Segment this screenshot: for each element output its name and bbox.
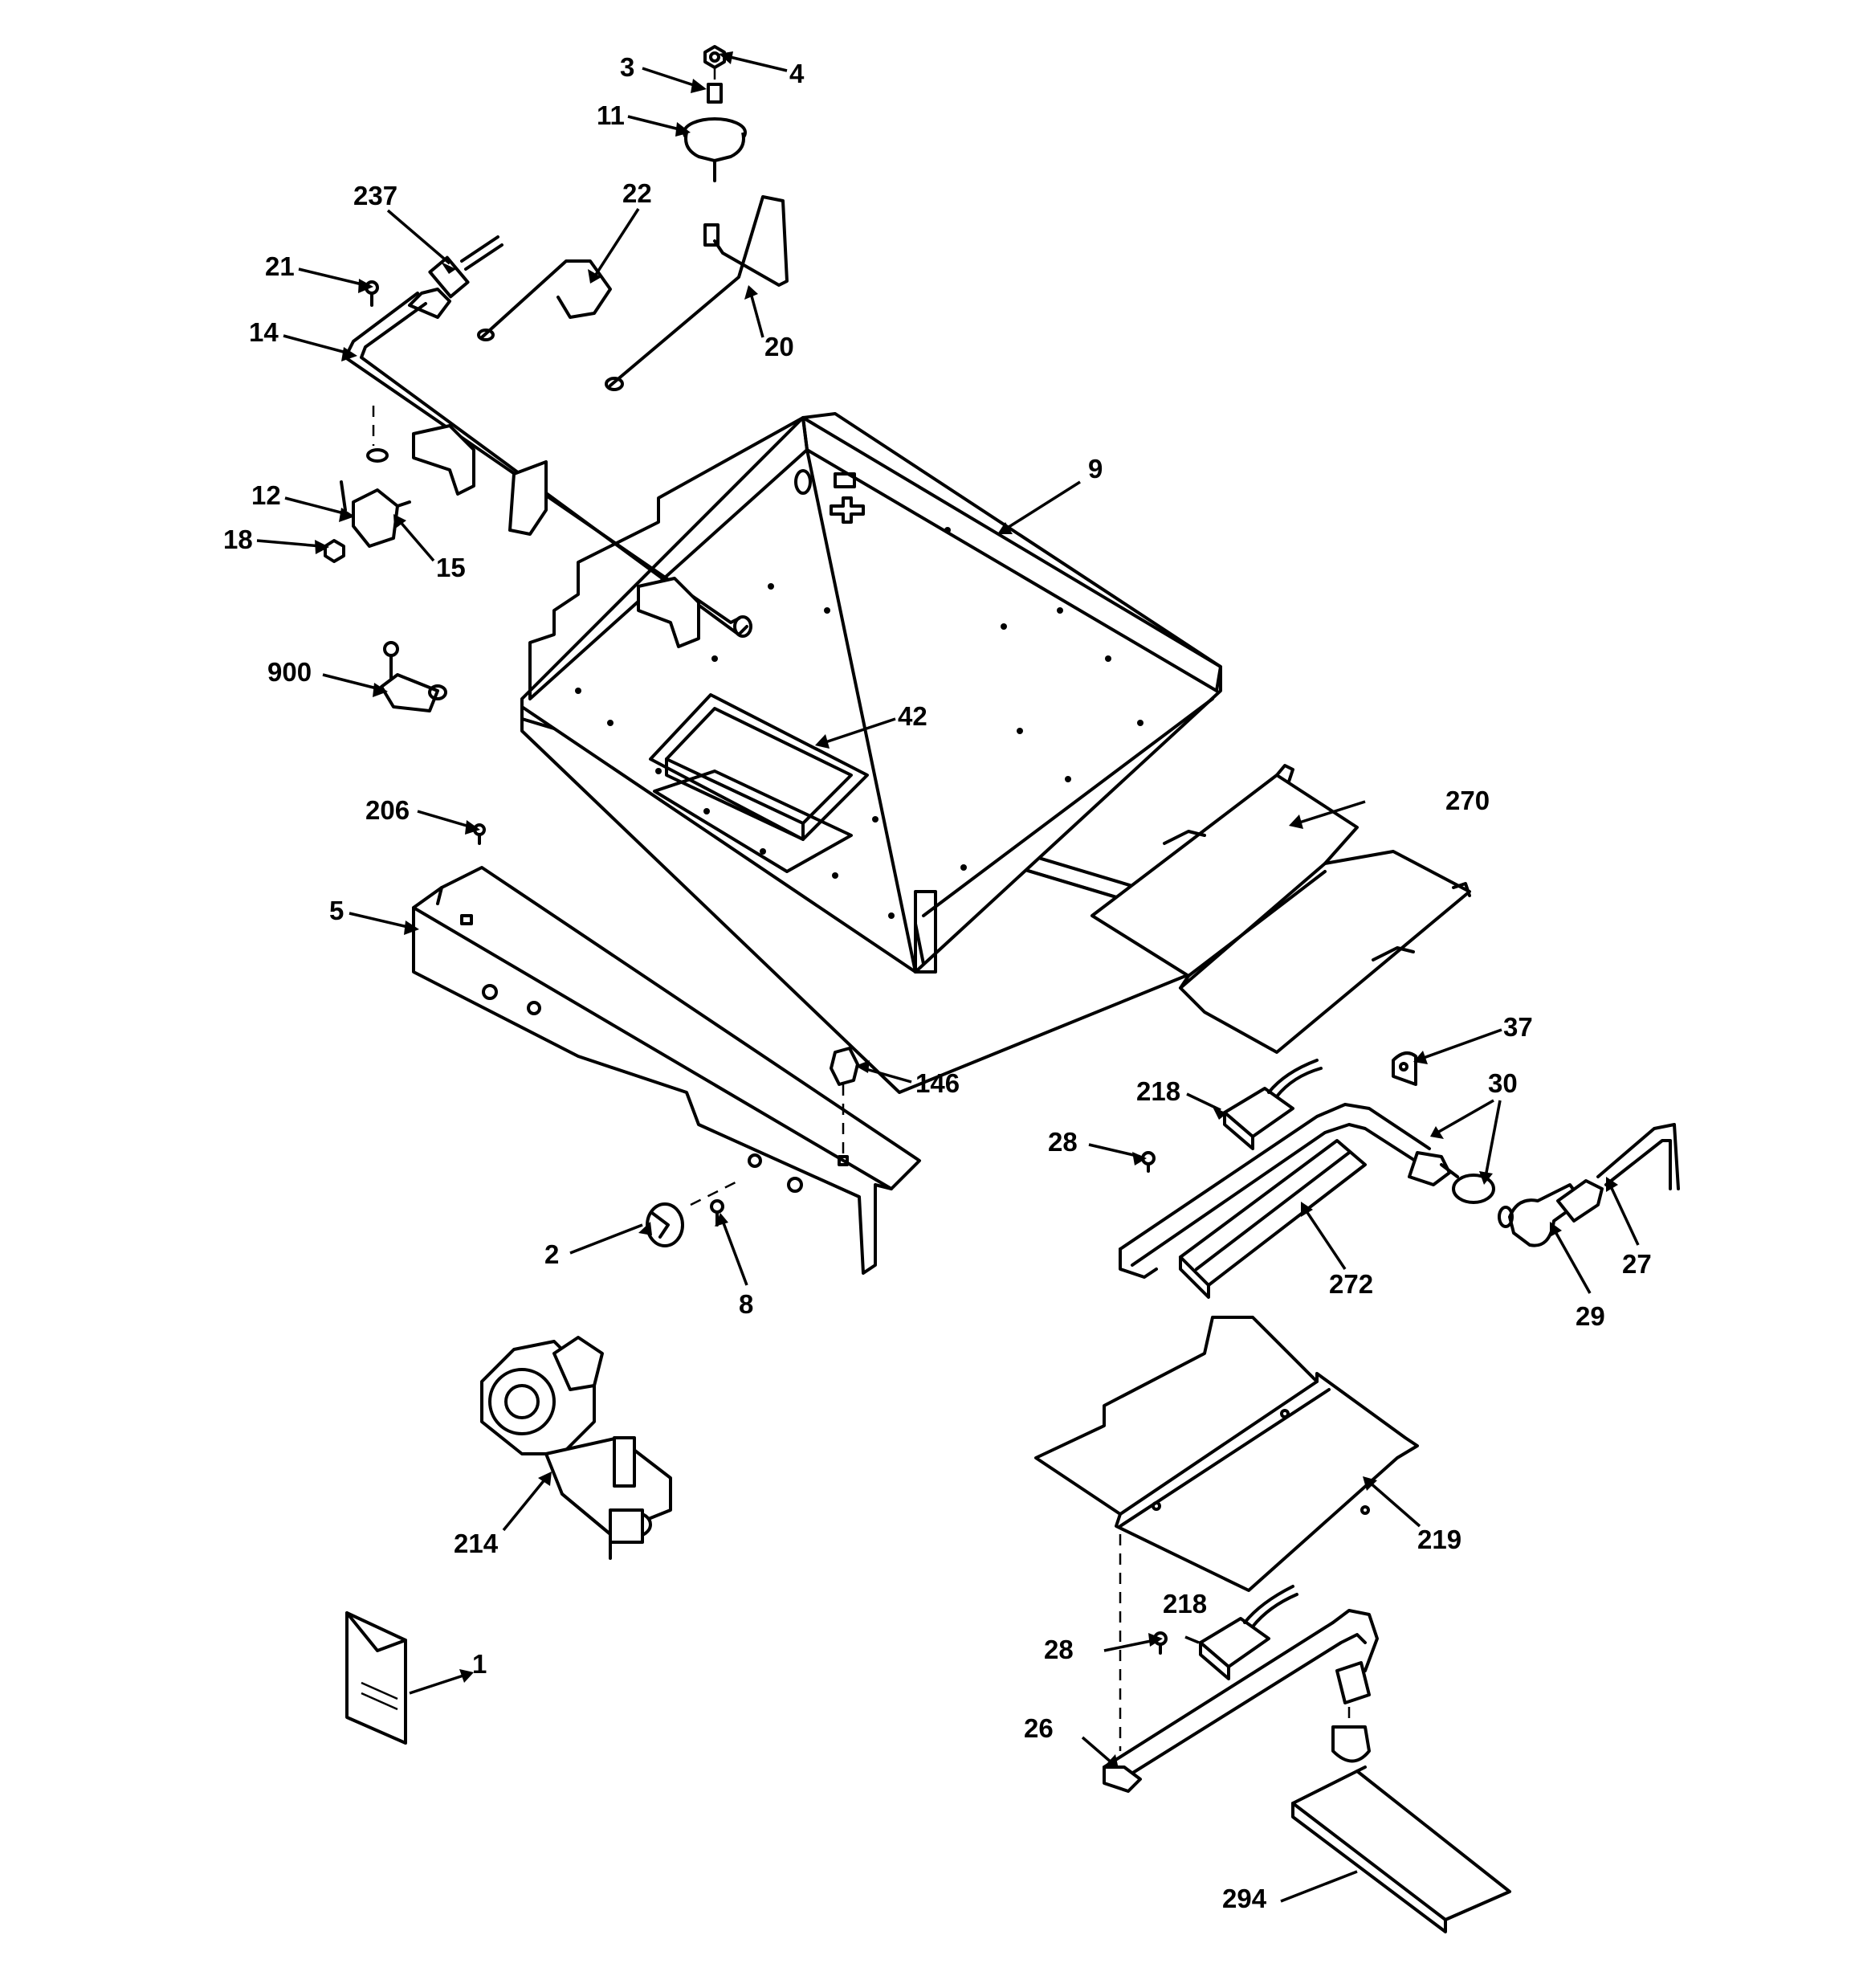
panel-part-5: [412, 866, 921, 1275]
orifice-part-3: [707, 83, 723, 104]
callout-22: 22: [622, 178, 652, 208]
callout-270: 270: [1445, 786, 1490, 815]
callout-15: 15: [436, 553, 466, 582]
igniter-part-218-upper: [1223, 1059, 1323, 1150]
shield-part-37: [1392, 1051, 1417, 1086]
screw-part-28-upper: [1141, 1151, 1156, 1173]
callout-30: 30: [1488, 1068, 1518, 1098]
burner-head-part-11: [683, 117, 747, 182]
nut-part-4: [703, 45, 726, 69]
callout-219: 219: [1417, 1525, 1461, 1554]
access-cover-part-42: [649, 693, 869, 873]
callout-21: 21: [265, 251, 295, 281]
washer: [366, 448, 389, 463]
callout-37: 37: [1503, 1012, 1533, 1042]
callout-237: 237: [353, 181, 397, 210]
valve-part-12: [340, 480, 411, 548]
clip-part-146: [830, 1047, 859, 1166]
packet-part-1: [345, 1611, 407, 1745]
gas-valve-part-214: [480, 1336, 672, 1560]
nut-part-18: [324, 539, 345, 563]
callout-27: 27: [1622, 1249, 1652, 1279]
callout-900: 900: [267, 657, 312, 687]
callout-146: 146: [915, 1068, 960, 1098]
callout-218-upper: 218: [1136, 1076, 1180, 1106]
callout-26: 26: [1024, 1713, 1054, 1743]
callout-4: 4: [789, 59, 805, 88]
shield-part-219: [1034, 1316, 1419, 1592]
callout-206: 206: [365, 795, 410, 825]
spreader-part-272: [1179, 1139, 1367, 1299]
callout-8: 8: [739, 1289, 753, 1319]
callout-9: 9: [1088, 454, 1103, 484]
callout-294: 294: [1222, 1884, 1267, 1913]
tube-part-22: [477, 259, 612, 341]
igniter-part-218-lower: [1199, 1585, 1298, 1680]
tube-part-20: [605, 195, 789, 391]
callout-20: 20: [764, 332, 794, 361]
screw-part-28-lower: [1153, 1631, 1168, 1655]
trim-part-294: [1291, 1766, 1511, 1933]
callout-28-lower: 28: [1044, 1635, 1074, 1664]
callout-214: 214: [454, 1529, 499, 1558]
knob-part-2: [646, 1202, 684, 1247]
callout-5: 5: [329, 896, 344, 925]
leader-lines: [256, 55, 1640, 1903]
callout-labels: 1 2 3 4 5 8 9 11 12 14 15 18 20 21 22 26…: [223, 52, 1652, 1913]
callout-18: 18: [223, 525, 253, 554]
fitting-part-237: [408, 235, 503, 319]
burner-tube-part-30: [1119, 1103, 1495, 1279]
callout-218-lower: 218: [1163, 1589, 1207, 1619]
bracket-part-900: [380, 641, 447, 712]
mounting-holes: [575, 527, 1143, 919]
callout-12: 12: [251, 480, 281, 510]
callout-42: 42: [898, 701, 927, 731]
callout-272: 272: [1329, 1269, 1373, 1299]
fitting-part-27: [1556, 1123, 1680, 1223]
arrowheads: [315, 51, 1618, 1769]
broil-burner-part-26: [1103, 1609, 1379, 1793]
manifold-part-14: [344, 292, 752, 648]
callout-1: 1: [472, 1649, 487, 1679]
callout-28-upper: 28: [1048, 1127, 1078, 1157]
callout-3: 3: [620, 52, 634, 82]
callout-2: 2: [544, 1239, 559, 1269]
shield-part-270: [1090, 764, 1471, 1054]
callout-29: 29: [1576, 1301, 1605, 1331]
callout-11: 11: [597, 100, 625, 130]
callout-14: 14: [249, 317, 279, 347]
